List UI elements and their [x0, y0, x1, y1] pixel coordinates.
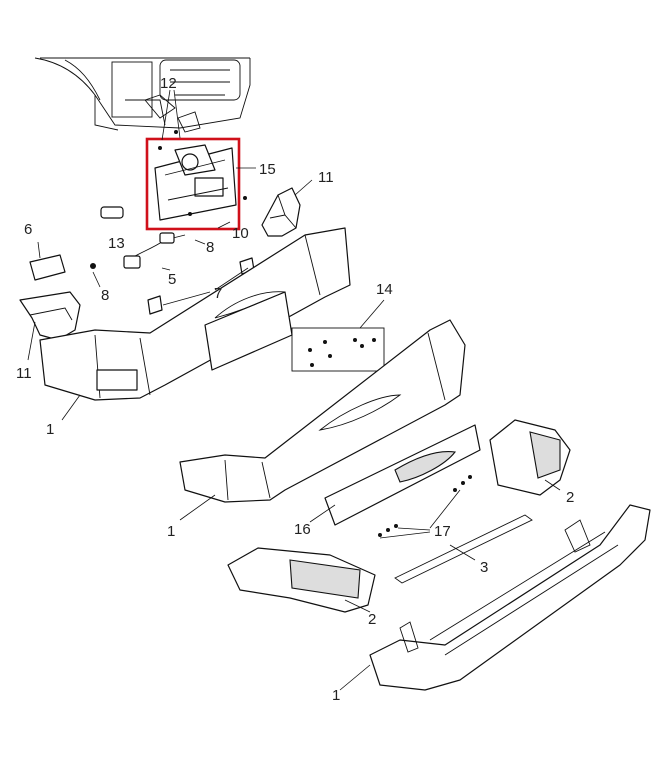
fasteners-17	[378, 475, 472, 537]
callout-10: 10	[232, 225, 249, 242]
tube-bumper-frame	[369, 504, 651, 691]
highlight-box	[145, 137, 241, 231]
callout-3: 3	[480, 559, 488, 576]
callout-5: 5	[168, 271, 176, 288]
bracket-6	[29, 254, 66, 281]
hitch-receiver-assembly	[144, 94, 247, 221]
vehicle-body-outline	[34, 57, 251, 131]
fastener-8	[90, 263, 96, 269]
callout-15: 15	[259, 161, 276, 178]
corner-cap-left	[227, 547, 376, 613]
callout-2-left: 2	[368, 611, 376, 628]
tape-strip-3	[394, 514, 533, 584]
step-pad-16	[324, 424, 481, 526]
callout-14: 14	[376, 281, 393, 298]
callout-6: 6	[24, 221, 32, 238]
bracket-left-lower	[19, 291, 81, 341]
callout-8-lower: 8	[101, 287, 109, 304]
wiring-harness	[123, 232, 186, 269]
rear-bumper-upper	[39, 227, 351, 401]
corner-cap-right	[489, 419, 571, 496]
callout-1-middle: 1	[167, 523, 175, 540]
rear-bumper-lower	[179, 319, 466, 503]
callout-2-right: 2	[566, 489, 574, 506]
callout-16: 16	[294, 521, 311, 538]
callout-13: 13	[108, 235, 125, 252]
plug-13	[100, 206, 124, 219]
clip-7b	[147, 295, 163, 315]
bracket-right-upper	[261, 187, 301, 237]
callout-11-upper: 11	[318, 169, 334, 186]
callout-labels: 12 15 11 10 8 6 13 5 8 7 14 11 1 1 16 17…	[16, 75, 574, 704]
callout-8-upper: 8	[206, 239, 214, 256]
callout-7: 7	[214, 285, 222, 302]
callout-11-lower: 11	[16, 365, 32, 382]
leader-lines	[27, 89, 561, 691]
callout-12: 12	[160, 75, 177, 92]
callout-1-upper: 1	[46, 421, 54, 438]
callout-1-lower: 1	[332, 687, 340, 704]
hardware-kit-box	[291, 327, 385, 372]
callout-17: 17	[434, 523, 451, 540]
